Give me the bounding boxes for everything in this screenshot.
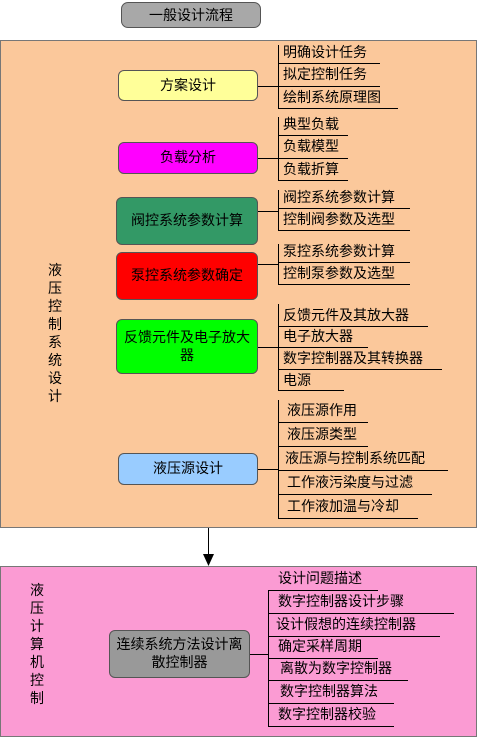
valve-control-box: 阀控系统参数计算 <box>116 197 258 245</box>
scheme-design-box: 方案设计 <box>118 70 258 101</box>
underline <box>278 63 380 64</box>
underline <box>278 326 428 327</box>
bracket-line <box>278 244 279 284</box>
item-text: 控制泵参数及选型 <box>283 266 395 282</box>
underline <box>268 680 408 681</box>
underline <box>268 726 394 727</box>
bracket-line <box>278 400 279 518</box>
item-text: 数字控制器算法 <box>280 684 378 700</box>
underline <box>278 230 410 231</box>
item-text: 数字控制器校验 <box>278 707 376 723</box>
connector-line <box>258 158 278 159</box>
underline <box>268 613 454 614</box>
connector-line <box>258 211 278 212</box>
panel1-vertical-label: 液压 控制 系统 设计 <box>48 263 62 405</box>
connector-line <box>250 654 268 655</box>
panel2-vertical-label: 液压 计算 机控 制 <box>30 583 44 707</box>
item-text: 液压源与控制系统匹配 <box>285 451 425 467</box>
item-text: 控制阀参数及选型 <box>283 212 395 228</box>
item-text: 反馈元件及其放大器 <box>283 308 409 324</box>
connector-line <box>258 264 278 265</box>
item-text: 数字控制器设计步骤 <box>278 594 404 610</box>
underline <box>268 636 440 637</box>
underline <box>278 208 410 209</box>
title-box: 一般设计流程 <box>121 2 261 28</box>
underline <box>278 390 344 391</box>
item-text: 设计问题描述 <box>278 571 362 587</box>
item-text: 负载模型 <box>283 139 339 155</box>
item-text: 液压源类型 <box>287 427 357 443</box>
bracket-line <box>278 117 279 181</box>
item-text: 工作液污染度与过滤 <box>287 475 413 491</box>
underline <box>278 422 368 423</box>
connector-line <box>258 469 278 470</box>
underline <box>278 135 348 136</box>
bracket-line <box>278 45 279 109</box>
underline <box>278 108 398 109</box>
item-text: 离散为数字控制器 <box>280 661 392 677</box>
underline <box>278 369 442 370</box>
item-text: 数字控制器及其转换器 <box>283 351 423 367</box>
underline <box>278 470 448 471</box>
underline <box>278 446 368 447</box>
item-text: 设计假想的连续控制器 <box>276 617 416 633</box>
item-text: 液压源作用 <box>287 403 357 419</box>
underline <box>268 658 378 659</box>
underline <box>268 590 378 591</box>
underline <box>278 494 432 495</box>
arrow-head-icon <box>203 554 214 566</box>
underline <box>278 347 368 348</box>
underline <box>278 180 348 181</box>
item-text: 明确设计任务 <box>283 45 367 61</box>
underline <box>268 703 394 704</box>
item-text: 泵控系统参数计算 <box>283 244 395 260</box>
flow-connector <box>208 528 209 558</box>
underline <box>278 158 348 159</box>
pump-control-box: 泵控系统参数确定 <box>116 252 258 300</box>
load-analysis-box: 负载分析 <box>118 142 258 174</box>
feedback-amplifier-box: 反馈元件及电子放大器 <box>116 319 258 374</box>
item-text: 绘制系统原理图 <box>283 90 381 106</box>
underline <box>278 86 380 87</box>
item-text: 确定采样周期 <box>278 639 362 655</box>
discrete-controller-box: 连续系统方法设计离散控制器 <box>109 630 250 678</box>
underline <box>278 262 410 263</box>
item-text: 典型负载 <box>283 117 339 133</box>
connector-line <box>258 347 278 348</box>
item-text: 电源 <box>283 373 311 389</box>
hydraulic-source-box: 液压源设计 <box>118 453 258 485</box>
underline <box>278 518 418 519</box>
underline <box>278 284 410 285</box>
item-text: 拟定控制任务 <box>283 67 367 83</box>
item-text: 阀控系统参数计算 <box>283 190 395 206</box>
item-text: 电子放大器 <box>283 329 353 345</box>
item-text: 工作液加温与冷却 <box>287 499 399 515</box>
bracket-line <box>278 190 279 230</box>
connector-line <box>258 86 278 87</box>
item-text: 负载折算 <box>283 162 339 178</box>
